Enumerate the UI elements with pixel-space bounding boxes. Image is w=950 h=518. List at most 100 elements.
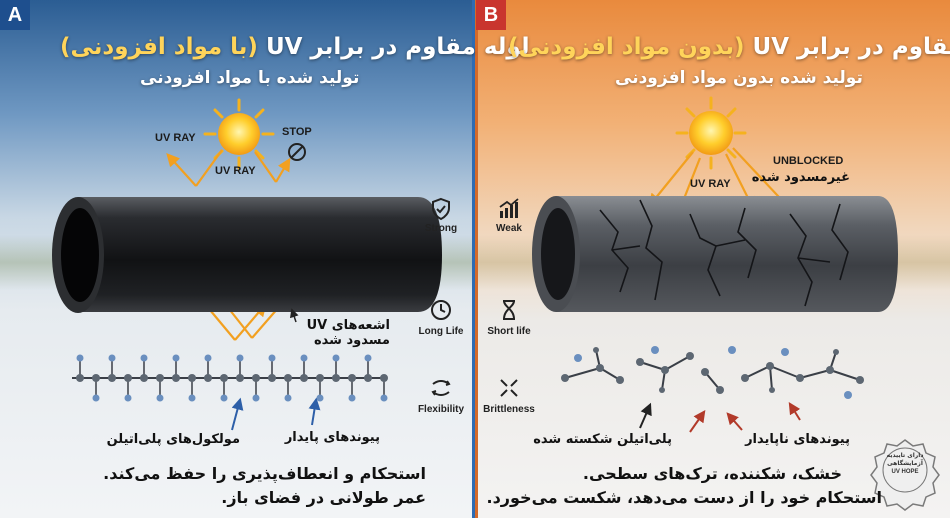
- hydrogen-atom: [380, 394, 388, 402]
- hydrogen-atom: [172, 354, 180, 362]
- center-divider: [472, 0, 478, 518]
- declining-chart-icon: [499, 198, 519, 218]
- hourglass-icon: [503, 300, 515, 320]
- clock-icon: [431, 300, 451, 320]
- badge-line3: UV HOPE: [891, 469, 919, 475]
- carbon-atom: [252, 374, 260, 382]
- carbon-atom: [92, 374, 100, 382]
- carbon-atom: [172, 374, 180, 382]
- carbon-atom: [188, 374, 196, 382]
- degraded-pipe: [532, 196, 898, 312]
- hydrogen-atom: [252, 394, 260, 402]
- hydrogen-atom: [140, 354, 148, 362]
- broken-molecule-atoms: [561, 347, 864, 394]
- unblocked-label-fa: غیرمسدود شده: [751, 170, 850, 185]
- arrow-bonds-b3: [788, 401, 801, 421]
- arrow-blocked: [290, 308, 299, 323]
- uv-ray-a2-reflect: [275, 157, 291, 183]
- comparison-right-1: Short life: [487, 326, 531, 337]
- comparison-left-1: Long Life: [418, 326, 464, 337]
- hydrogen-atom: [236, 354, 244, 362]
- uv-resistant-pipe: [52, 197, 442, 313]
- comparison-left-2: Flexibility: [417, 404, 465, 415]
- hydrogen-atom: [76, 354, 84, 362]
- carbon-atom: [124, 374, 132, 382]
- hydrogen-atom: [124, 394, 132, 402]
- polyethylene-label: مولکول‌های پلی‌اتیلن: [106, 432, 240, 447]
- stop-label: STOP: [282, 126, 312, 138]
- panel-b-tag: B: [476, 0, 506, 30]
- uv-ray-label-a2: UV RAY: [215, 165, 256, 177]
- hydrogen-atom: [92, 394, 100, 402]
- badge-line2: آزمایشگاهی: [887, 460, 923, 467]
- flex-arrows-icon: [431, 380, 451, 396]
- broken-polyethylene-molecules: [564, 349, 861, 391]
- carbon-atom: [140, 374, 148, 382]
- hydrogen-atom: [284, 394, 292, 402]
- comparison-right-0: Weak: [496, 223, 522, 234]
- blocked-rays-label: اشعه‌های UV مسدود شده: [306, 318, 390, 348]
- carbon-atom: [204, 374, 212, 382]
- panel-a-tag: A: [0, 0, 30, 30]
- blocked-rays-label-line1: اشعه‌های UV: [306, 318, 390, 333]
- badge-text: دارای تاییدیه آزمایشگاهی UV HOPE: [880, 452, 930, 476]
- panel-a-bottom-line2: عمر طولانی در فضای باز.: [221, 488, 426, 507]
- hydrogen-atom: [364, 354, 372, 362]
- panel-a-title-highlight: (با مواد افزودنی): [60, 34, 258, 60]
- uv-ray-a1: [195, 149, 223, 187]
- hydrogen-atom: [220, 394, 228, 402]
- carbon-atom: [76, 374, 84, 382]
- panel-a-title-main: لوله مقاوم در برابر UV: [265, 34, 530, 60]
- uv-ray-label-a1: UV RAY: [155, 132, 196, 144]
- panel-a-subtitle: تولید شده با مواد افزودنی: [140, 68, 360, 88]
- surface-cracks: [599, 199, 849, 307]
- panel-a-title: لوله مقاوم در برابر UV (با مواد افزودنی): [60, 34, 530, 60]
- hydrogen-atom: [332, 354, 340, 362]
- uv-hope-badge: [870, 439, 940, 511]
- shield-check-icon: [432, 197, 450, 221]
- uv-ray-label-b: UV RAY: [690, 178, 731, 190]
- panel-b-bottom-line2: استحکام خود را از دست می‌دهد، شکست می‌خو…: [486, 488, 883, 507]
- carbon-atom: [268, 374, 276, 382]
- carbon-atom: [220, 374, 228, 382]
- carbon-atom: [300, 374, 308, 382]
- stop-icon: [288, 143, 306, 161]
- blocked-rays-label-line2: مسدود شده: [313, 333, 390, 348]
- carbon-atom: [380, 374, 388, 382]
- stable-bonds-label: پیوندهای پایدار: [284, 430, 380, 445]
- hydrogen-atom: [316, 394, 324, 402]
- panel-b-subtitle: تولید شده بدون مواد افزودنی: [615, 68, 863, 88]
- sun-icon-b: [675, 96, 747, 170]
- carbon-atom: [108, 374, 116, 382]
- hydrogen-atom: [188, 394, 196, 402]
- polyethylene-molecules: [72, 354, 388, 402]
- hydrogen-atom: [204, 354, 212, 362]
- arrow-bonds-a: [308, 397, 321, 426]
- hydrogen-atom: [300, 354, 308, 362]
- panel-b-title-main: لوله غیرمقاوم در برابر UV: [752, 34, 950, 60]
- carbon-atom: [332, 374, 340, 382]
- carbon-atom: [156, 374, 164, 382]
- hydrogen-atom: [268, 354, 276, 362]
- hydrogen-atom: [108, 354, 116, 362]
- panel-a-bottom-line1: استحکام و انعطاف‌پذیری را حفظ می‌کند.: [103, 464, 426, 483]
- carbon-atom: [316, 374, 324, 382]
- unstable-bonds-label: پیوندهای ناپایدار: [745, 432, 850, 447]
- comparison-right-2: Brittleness: [483, 404, 535, 415]
- carbon-atom: [236, 374, 244, 382]
- broken-arrows-icon: [500, 379, 518, 397]
- comparison-left-0: Strong: [424, 223, 458, 234]
- arrow-pe-b: [639, 402, 652, 429]
- badge-line1: دارای تاییدیه: [886, 452, 924, 459]
- panel-b-title-highlight: (بدون مواد افزودنی): [508, 34, 745, 60]
- uv-ray-a1-reflect: [166, 153, 197, 187]
- panel-b-title: لوله غیرمقاوم در برابر UV (بدون مواد افز…: [508, 34, 950, 60]
- panel-b-bottom-line1: خشک، شکننده، ترک‌های سطحی.: [582, 464, 842, 483]
- carbon-atom: [284, 374, 292, 382]
- carbon-atom: [348, 374, 356, 382]
- hydrogen-atom: [348, 394, 356, 402]
- broken-pe-label: پلی‌اتیلن شکسته شده: [533, 432, 672, 447]
- uv-ray-a2: [254, 151, 277, 183]
- arrow-bonds-b1: [689, 410, 706, 433]
